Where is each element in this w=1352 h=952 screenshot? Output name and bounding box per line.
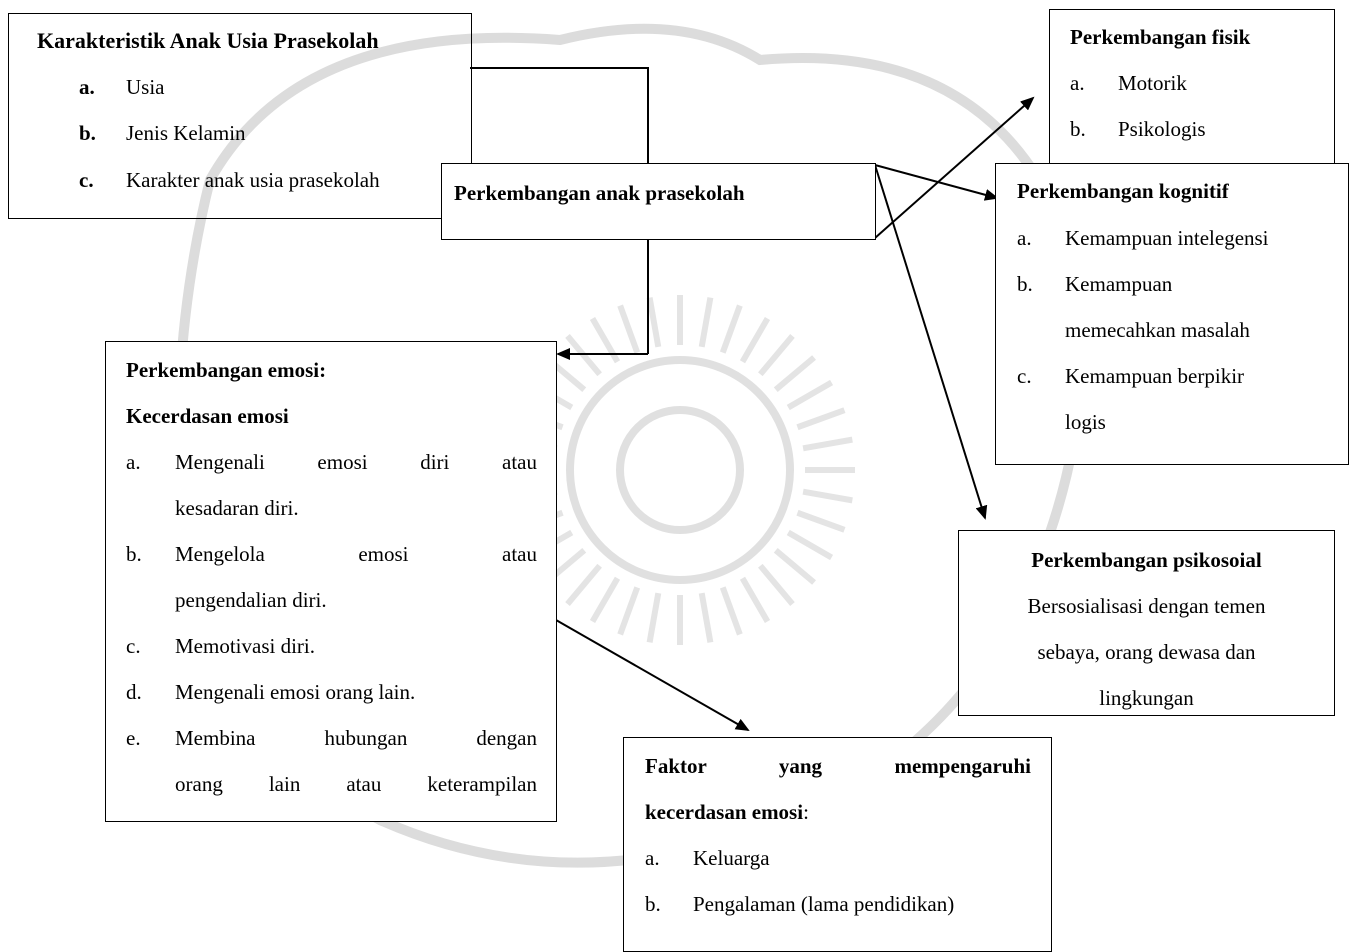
psychosocial-box: Perkembangan psikosoial Bersosialisasi d… — [958, 530, 1335, 716]
connector-characteristics — [470, 67, 649, 163]
watermark-ray — [565, 334, 602, 377]
list-marker: b. — [645, 892, 661, 916]
characteristics-box: Karakteristik Anak Usia Prasekolah a. Us… — [8, 13, 472, 219]
list-marker: e. — [126, 726, 141, 750]
watermark-ray — [739, 316, 771, 364]
list-item: a. Motorik — [1050, 60, 1334, 106]
watermark-inner-ring — [566, 356, 794, 584]
list-text: Karakter anak usia prasekolah — [126, 168, 380, 192]
list-item: b. Jenis Kelamin — [9, 110, 471, 156]
psychosocial-line: Bersosialisasi dengan temen — [1027, 594, 1266, 618]
watermark-ray — [589, 576, 621, 624]
arrow-to-psychosocial — [874, 164, 988, 520]
central-title: Perkembangan anak prasekolah — [454, 181, 745, 205]
list-marker: a. — [126, 450, 141, 474]
list-text: Keluarga — [693, 846, 770, 870]
psychosocial-title: Perkembangan psikosoial — [1031, 548, 1262, 572]
psychosocial-line: lingkungan — [1099, 686, 1194, 710]
watermark-ray — [589, 316, 621, 364]
arrow-to-factors — [555, 619, 750, 731]
list-text: kesadaran diri. — [175, 496, 299, 520]
physical-title: Perkembangan fisik — [1070, 25, 1251, 49]
arrow-to-cognitive — [874, 164, 999, 201]
watermark-ray — [719, 304, 743, 354]
cognitive-box: Perkembangan kognitif a. Kemampuan intel… — [995, 163, 1349, 465]
list-text: Jenis Kelamin — [126, 121, 246, 145]
watermark-ray — [786, 379, 834, 411]
list-text: Mengenali emosi diri atau — [175, 450, 537, 474]
list-marker: c. — [126, 634, 141, 658]
characteristics-title: Karakteristik Anak Usia Prasekolah — [37, 28, 379, 53]
list-marker: d. — [126, 680, 142, 704]
emotion-title: Perkembangan emosi: — [126, 358, 327, 382]
list-text: Kemampuan intelegensi — [1065, 226, 1269, 250]
watermark-ray — [739, 576, 771, 624]
watermark-ray — [758, 563, 795, 606]
list-text: Kemampuan berpikir — [1065, 364, 1245, 388]
physical-box: Perkembangan fisik a. Motorik b. Psikolo… — [1049, 9, 1335, 169]
factors-box: Faktor yang mempengaruhi kecerdasan emos… — [623, 737, 1052, 952]
psychosocial-line: sebaya, orang dewasa dan — [1037, 640, 1256, 664]
factors-subtitle-colon: : — [803, 800, 809, 824]
watermark-ray — [802, 436, 853, 452]
list-text: Motorik — [1118, 71, 1187, 95]
list-marker: b. — [1070, 117, 1086, 141]
central-box: Perkembangan anak prasekolah — [441, 163, 876, 240]
watermark-ray — [802, 488, 853, 504]
watermark-ray — [646, 297, 662, 348]
list-text: orang lain atau keterampilan — [175, 772, 537, 796]
watermark-ray — [773, 355, 816, 392]
emotion-box: Perkembangan emosi: Kecerdasan emosi a. … — [105, 341, 557, 822]
list-marker: a. — [645, 846, 660, 870]
factors-subtitle: kecerdasan emosi — [645, 800, 804, 824]
watermark-ray — [617, 586, 641, 636]
list-text: Mengenali emosi orang lain. — [175, 680, 416, 704]
list-marker: a. — [79, 75, 95, 99]
list-text: pengendalian diri. — [175, 588, 327, 612]
watermark-ray — [773, 548, 816, 585]
factors-title-line: Faktor yang mempengaruhi — [645, 743, 1031, 789]
list-text: Membina hubungan dengan — [175, 726, 537, 750]
list-text: Memotivasi diri. — [175, 634, 315, 658]
list-text: Kemampuan — [1065, 272, 1173, 296]
watermark-ray — [617, 304, 641, 354]
watermark-ray — [758, 334, 795, 377]
list-text: Usia — [126, 75, 165, 99]
emotion-subtitle: Kecerdasan emosi — [126, 404, 289, 428]
list-marker: b. — [126, 542, 142, 566]
list-marker: a. — [1017, 226, 1032, 250]
list-text: memecahkan masalah — [1065, 318, 1250, 342]
list-marker: c. — [1017, 364, 1032, 388]
factors-subtitle-line: kecerdasan emosi: — [645, 789, 809, 835]
watermark-core — [616, 406, 744, 534]
list-text: Pengalaman (lama pendidikan) — [693, 892, 955, 916]
watermark-ray — [786, 529, 834, 561]
list-marker: b. — [79, 121, 96, 145]
list-marker: a. — [1070, 71, 1085, 95]
list-item: a. Usia — [9, 64, 471, 110]
list-text: logis — [1065, 410, 1106, 434]
list-item: b. Psikologis — [1050, 106, 1334, 152]
watermark-ray — [565, 563, 602, 606]
list-marker: c. — [79, 168, 94, 192]
list-text: Mengelola emosi atau — [175, 542, 537, 566]
cognitive-title: Perkembangan kognitif — [1017, 179, 1229, 203]
watermark-ray — [698, 592, 714, 643]
watermark-ray — [796, 509, 846, 533]
list-marker: b. — [1017, 272, 1033, 296]
watermark-ray — [719, 586, 743, 636]
watermark-ray — [698, 297, 714, 348]
watermark-ray — [796, 407, 846, 431]
watermark-ray — [646, 592, 662, 643]
factors-title: Faktor yang mempengaruhi — [645, 754, 1031, 778]
list-item: c. Karakter anak usia prasekolah — [9, 157, 471, 203]
list-text: Psikologis — [1118, 117, 1206, 141]
